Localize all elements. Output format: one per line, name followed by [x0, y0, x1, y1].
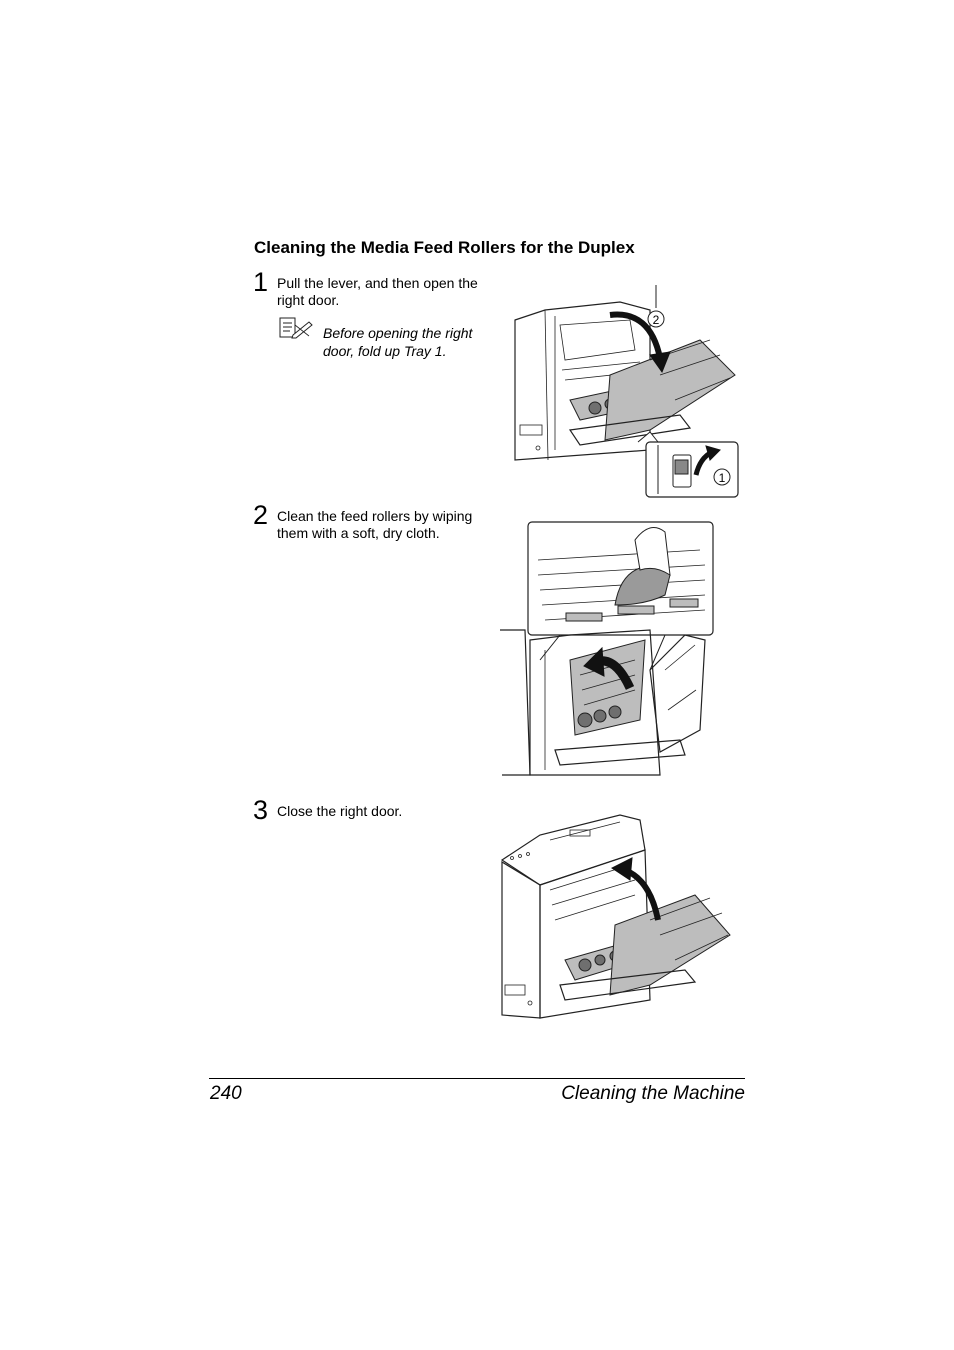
footer-rule — [209, 1078, 745, 1079]
section-title: Cleaning the Media Feed Rollers for the … — [254, 238, 635, 257]
figure-open-right-door: 2 1 — [500, 280, 745, 500]
callout-1: 1 — [719, 471, 726, 485]
step-2-number: 2 — [253, 500, 269, 530]
step-3-text: Close the right door. — [277, 803, 403, 819]
step-1-text: Pull the lever, and then open the right … — [277, 275, 478, 308]
callout-2: 2 — [653, 313, 660, 327]
note-pencil-icon — [279, 317, 313, 339]
figure-wipe-feed-rollers — [500, 520, 715, 780]
step-2-text: Clean the feed rollers by wiping them wi… — [277, 508, 473, 541]
step-3-number: 3 — [253, 795, 269, 825]
page-number: 240 — [210, 1083, 242, 1104]
note-text: Before opening the right door, fold up T… — [323, 325, 473, 359]
figure-close-right-door — [500, 810, 735, 1022]
chapter-title: Cleaning the Machine — [561, 1083, 745, 1104]
step-1-number: 1 — [253, 267, 269, 297]
